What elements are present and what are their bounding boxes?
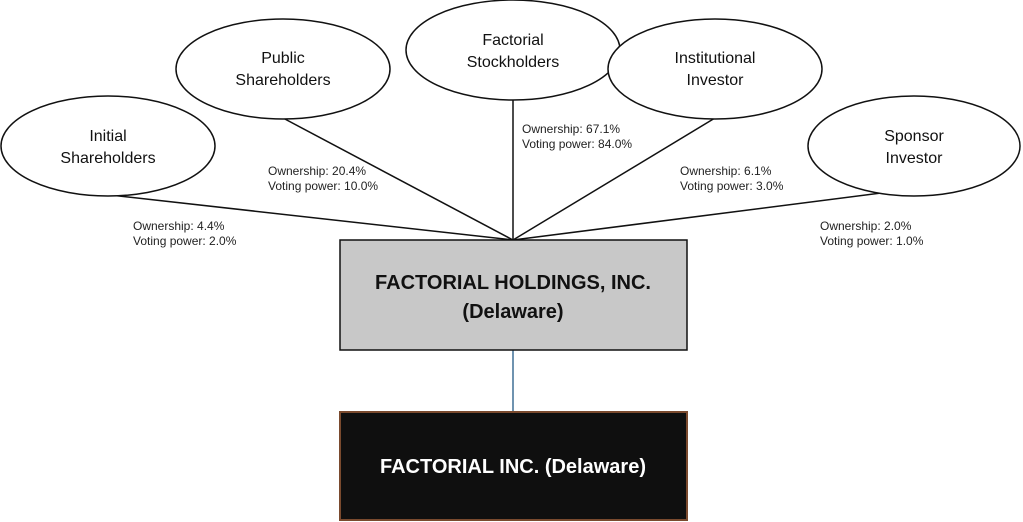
holdings-box [339,239,688,351]
line-initial-shareholders [109,194,514,241]
voting-power-label-institutional: Voting power: 3.0% [680,179,784,193]
line-sponsor-investor [512,189,906,241]
ownership-label-public: Ownership: 20.4% [268,164,366,178]
shareholder-name: Institutional [675,50,756,67]
holdings-entity: FACTORIAL HOLDINGS, INC. (Delaware) [339,239,688,351]
voting-power-label-factorial: Voting power: 84.0% [522,137,632,151]
line-institutional-investor [512,117,716,241]
holdings-name: FACTORIAL HOLDINGS, INC. [375,272,651,294]
shareholder-name: Shareholders [60,150,155,167]
shareholder-name: Stockholders [467,54,560,71]
shareholder-name: Factorial [482,32,543,49]
shareholder-name: Shareholders [235,72,330,89]
shareholder-name: Investor [886,150,944,167]
ownership-label-institutional: Ownership: 6.1% [680,164,772,178]
shareholder-name: Initial [89,128,126,145]
subsidiary-entity: FACTORIAL INC. (Delaware) [339,411,688,521]
shareholder-name: Public [261,50,305,67]
ownership-label-factorial: Ownership: 67.1% [522,122,620,136]
shareholder-institutional-investor: Institutional Investor [607,18,823,120]
shareholder-sponsor-investor: Sponsor Investor [807,95,1021,197]
shareholder-name: Investor [687,72,745,89]
voting-power-label-initial: Voting power: 2.0% [133,234,237,248]
shareholder-node [405,0,621,101]
shareholder-node [607,18,823,120]
shareholder-node [807,95,1021,197]
ownership-label-initial: Ownership: 4.4% [133,219,225,233]
shareholder-initial-shareholders: Initial Shareholders [0,95,216,197]
subsidiary-name: FACTORIAL INC. (Delaware) [380,456,646,478]
stake-annotations: Ownership: 4.4% Voting power: 2.0% Owner… [133,122,924,248]
shareholder-node [0,95,216,197]
shareholder-name: Sponsor [884,128,944,145]
ownership-label-sponsor: Ownership: 2.0% [820,219,912,233]
voting-power-label-sponsor: Voting power: 1.0% [820,234,924,248]
shareholder-node [175,18,391,120]
subsidiary-box [339,411,688,521]
shareholder-public-shareholders: Public Shareholders [175,18,391,120]
line-public-shareholders [282,117,514,241]
ownership-lines [109,98,906,241]
holdings-jurisdiction: (Delaware) [462,301,563,323]
shareholder-factorial-stockholders: Factorial Stockholders [405,0,621,101]
voting-power-label-public: Voting power: 10.0% [268,179,378,193]
